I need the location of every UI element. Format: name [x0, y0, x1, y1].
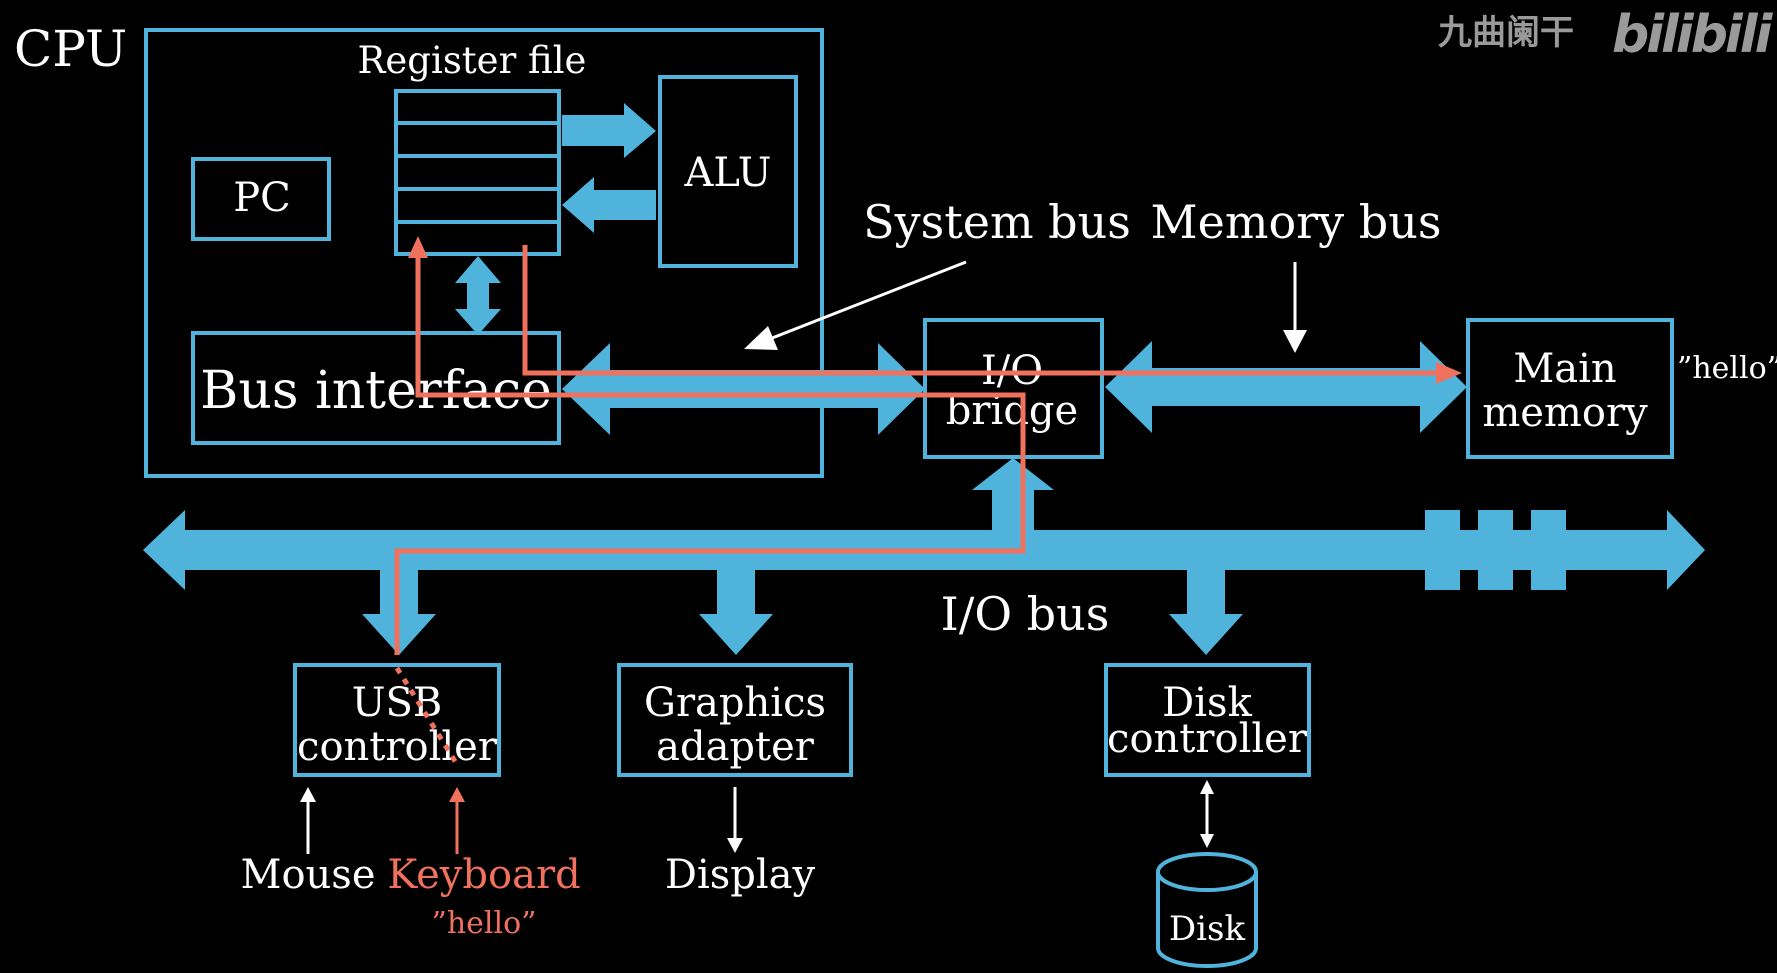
system-bus-label: System bus: [863, 195, 1131, 249]
usb-controller-box: [293, 663, 501, 777]
display-arrow: [727, 787, 743, 853]
memory-bus-pointer-arrow: [1283, 262, 1307, 353]
io-bus-label: I/O bus: [941, 587, 1110, 641]
data-path-register-to-memory: [522, 245, 1438, 376]
graphics-adapter-label-2: adapter: [656, 724, 815, 770]
keyboard-label: Keyboard: [387, 852, 580, 898]
alu-label: ALU: [684, 150, 772, 196]
system-bus-arrow: [562, 343, 925, 435]
bus-interface-label: Bus interface: [200, 361, 552, 421]
register-file: [394, 89, 561, 256]
bilibili-logo: bilibili: [1612, 5, 1774, 65]
register-bus-interface-arrow: [455, 256, 501, 335]
cpu-label: CPU: [14, 20, 127, 78]
disk-cylinder: [1156, 852, 1258, 968]
data-path-register-arrowhead: [408, 236, 428, 258]
disk-controller-label-2: controller: [1107, 716, 1308, 762]
main-memory-box: [1466, 318, 1674, 459]
disk-controller-label-1: Disk: [1162, 680, 1252, 726]
hello-in-memory: ”hello”: [1677, 351, 1777, 386]
display-label: Display: [665, 852, 816, 898]
bridge-io-bus-connector: [972, 458, 1054, 548]
disk-controller-box: [1104, 663, 1311, 777]
pc-label: PC: [233, 175, 291, 221]
mouse-arrow: [300, 787, 316, 854]
usb-controller-label-2: controller: [297, 724, 498, 770]
io-bridge-box: [923, 318, 1104, 459]
pc-box: [191, 157, 331, 241]
system-bus-pointer-arrow: [744, 260, 967, 350]
main-memory-label-1: Main: [1513, 346, 1616, 392]
data-path-usb-dotted: [394, 666, 461, 768]
keyboard-arrow: [449, 787, 465, 854]
alu-box: [658, 75, 798, 268]
graphics-drop-arrow: [699, 570, 773, 655]
memory-bus-label: Memory bus: [1151, 195, 1442, 249]
disk-label: Disk: [1169, 909, 1246, 949]
graphics-adapter-box: [617, 663, 853, 777]
cpu-box: [144, 28, 824, 478]
mouse-label: Mouse: [241, 852, 376, 898]
graphics-adapter-label-1: Graphics: [644, 680, 826, 726]
bus-interface-box: [191, 331, 561, 445]
main-memory-label-2: memory: [1482, 390, 1648, 436]
usb-controller-label-1: USB: [352, 680, 443, 726]
memory-bus-arrow: [1105, 341, 1467, 433]
register-file-label: Register file: [358, 39, 587, 82]
data-path-memory-arrowhead: [1436, 362, 1462, 384]
disk-drop-arrow: [1169, 570, 1243, 655]
data-path-keyboard-to-register: [394, 250, 1026, 655]
register-to-alu-arrow: [562, 103, 656, 158]
watermark-text: 九曲阑干: [1438, 13, 1574, 53]
hello-keyboard: ”hello”: [432, 906, 537, 941]
disk-arrow: [1200, 780, 1214, 848]
alu-to-register-arrow: [562, 177, 656, 233]
